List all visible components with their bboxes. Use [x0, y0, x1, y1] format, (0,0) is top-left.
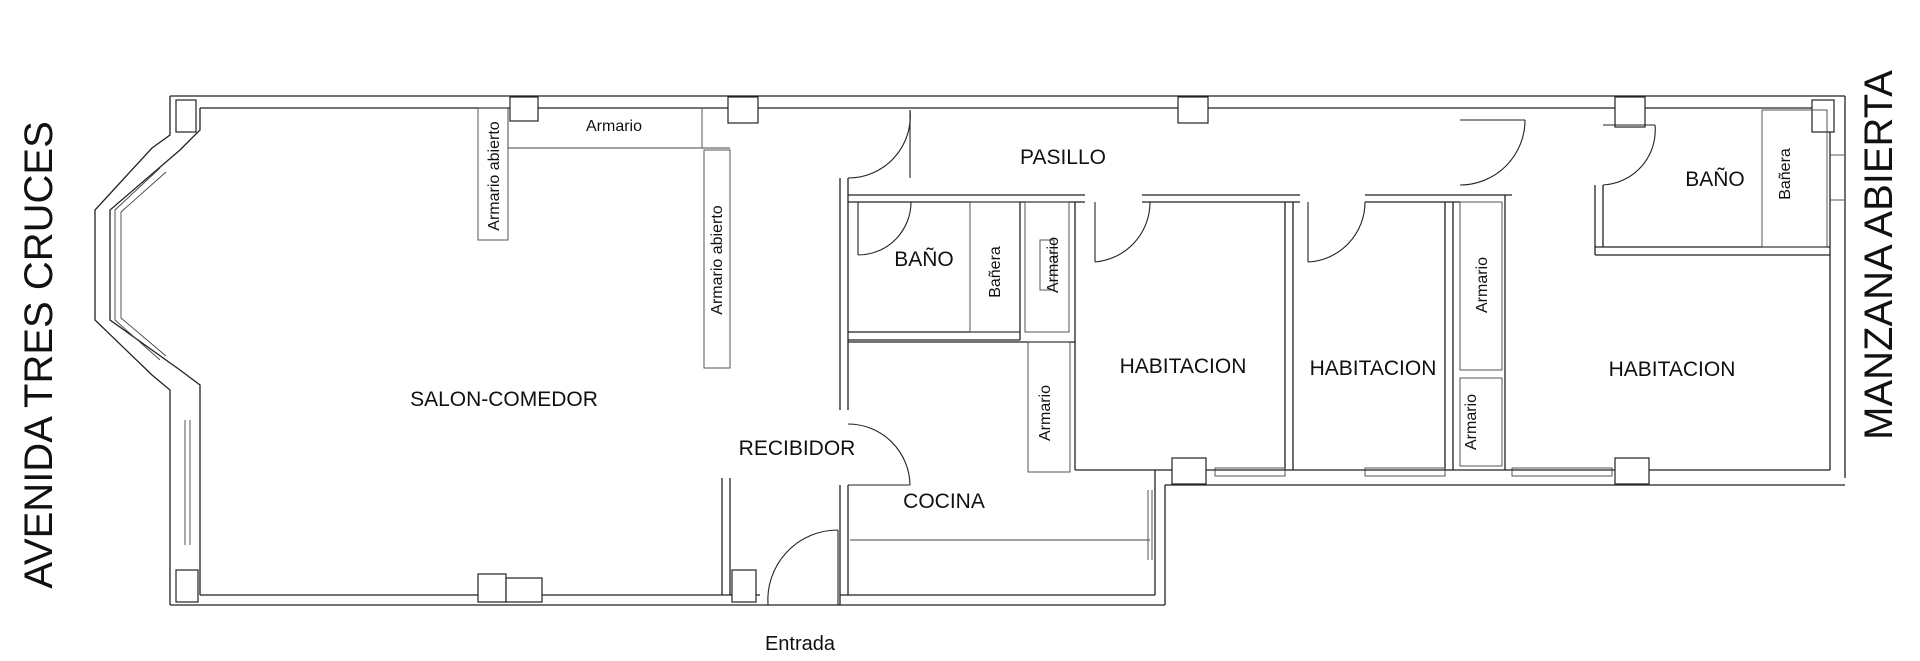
room-label-pasillo: PASILLO	[1020, 146, 1106, 169]
street-label-right: MANZANA ABIERTA	[1857, 70, 1901, 440]
interior-walls	[477, 107, 1845, 605]
room-label-habitacion-3: HABITACION	[1609, 358, 1736, 381]
outer-walls	[94, 95, 1846, 606]
room-label-recibidor: RECIBIDOR	[739, 437, 856, 460]
room-label-cocina: COCINA	[903, 490, 985, 513]
street-label-left: AVENIDA TRES CRUCES	[17, 121, 61, 589]
entrance-label: Entrada	[765, 633, 836, 655]
fixture-label-banera-1: Bañera	[987, 246, 1004, 298]
fixture-label-armario-bano: Armario	[1045, 237, 1062, 293]
fixture-label-armario-cocina: Armario	[1037, 385, 1054, 441]
room-label-habitacion-1: HABITACION	[1120, 355, 1247, 378]
fixture-label-armario-salon: Armario	[586, 118, 642, 135]
fixture-label-banera-2: Bañera	[1777, 148, 1794, 200]
fixture-label-armario-abierto-1: Armario abierto	[486, 121, 503, 230]
doors	[767, 109, 1656, 606]
room-label-bano-2: BAÑO	[1685, 167, 1745, 191]
fixture-label-armario-abierto-2: Armario abierto	[709, 205, 726, 314]
fixture-label-armario-hab2-top: Armario	[1474, 257, 1491, 313]
fixture-label-armario-hab2-bottom: Armario	[1463, 394, 1480, 450]
pillars	[175, 96, 1835, 603]
room-label-salon: SALON-COMEDOR	[410, 388, 598, 411]
room-label-habitacion-2: HABITACION	[1310, 357, 1437, 380]
room-label-bano-1: BAÑO	[894, 247, 954, 271]
